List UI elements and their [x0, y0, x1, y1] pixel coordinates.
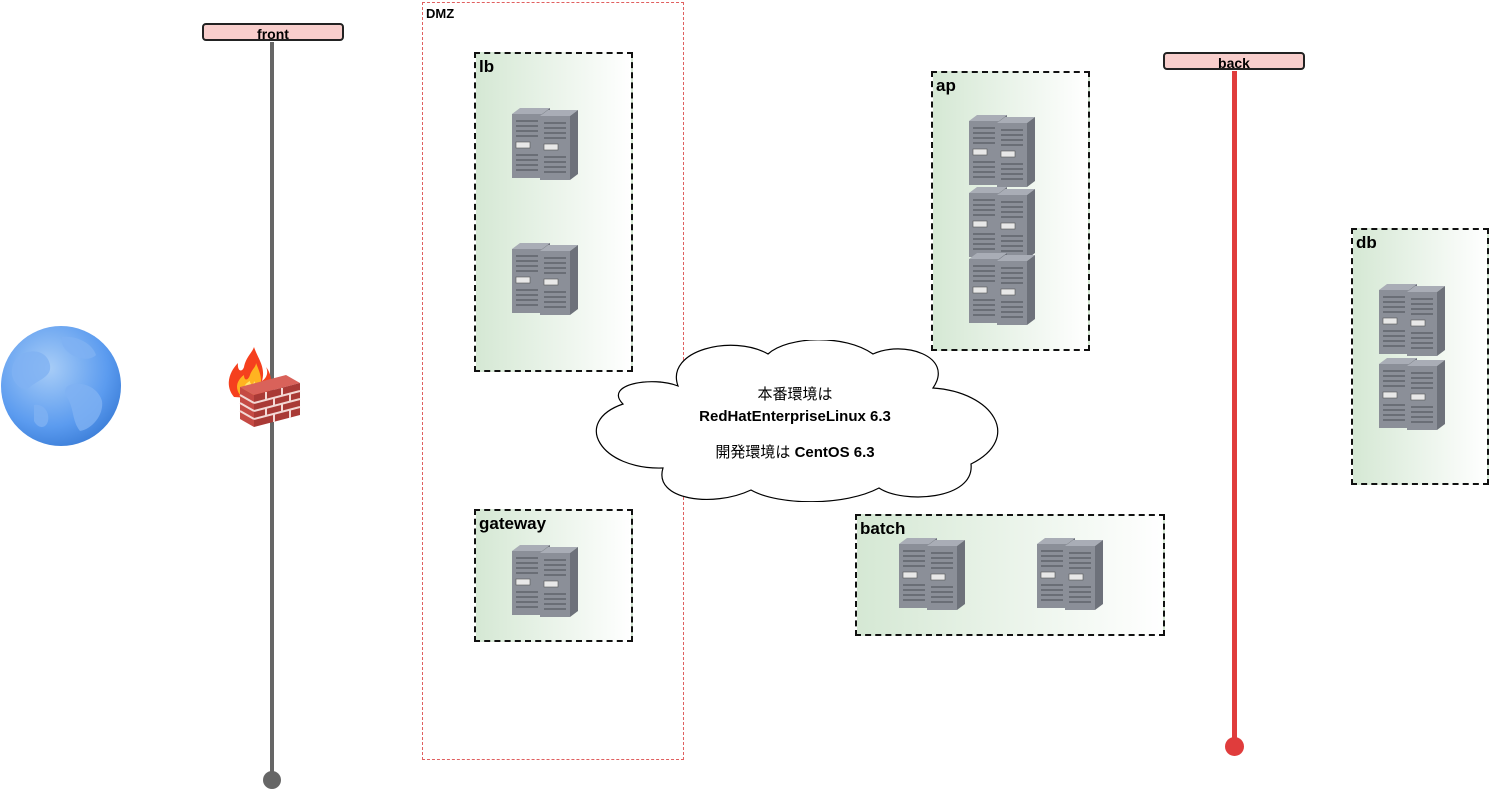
globe-icon[interactable] — [0, 325, 122, 447]
server-rack-icon[interactable] — [899, 534, 983, 618]
cloud-note-text: 本番環境は RedHatEnterpriseLinux 6.3 開発環境は Ce… — [645, 384, 945, 464]
dmz-label: DMZ — [426, 6, 455, 21]
server-rack-icon[interactable] — [512, 104, 596, 188]
server-rack-icon[interactable] — [512, 239, 596, 323]
front-network-label[interactable]: front — [202, 23, 344, 42]
note-line1: 本番環境は — [757, 386, 833, 403]
server-rack-icon[interactable] — [1037, 534, 1121, 618]
front-network-endpoint[interactable] — [263, 771, 281, 789]
server-rack-icon[interactable] — [512, 541, 596, 625]
group-lb[interactable]: lb — [474, 52, 633, 372]
server-rack-icon[interactable] — [1379, 280, 1463, 364]
group-gateway-label: gateway — [479, 514, 547, 533]
group-batch-label: batch — [860, 519, 906, 538]
note-line3-prefix: 開発環境は — [715, 444, 791, 461]
note-line2: RedHatEnterpriseLinux 6.3 — [699, 408, 891, 425]
group-gateway[interactable]: gateway — [474, 509, 633, 642]
back-network-label[interactable]: back — [1163, 52, 1305, 71]
group-ap-label: ap — [936, 76, 956, 95]
group-batch[interactable]: batch — [855, 514, 1165, 636]
back-network-endpoint[interactable] — [1225, 737, 1244, 756]
group-lb-label: lb — [479, 57, 495, 76]
note-line3: 開発環境は CentOS 6.3 — [645, 442, 945, 464]
cloud-note-shape[interactable] — [583, 340, 1011, 502]
group-db-label: db — [1356, 233, 1377, 252]
group-db[interactable]: db — [1351, 228, 1489, 485]
group-ap[interactable]: ap — [931, 71, 1090, 351]
server-rack-icon[interactable] — [969, 249, 1053, 333]
back-network-line[interactable] — [1232, 71, 1237, 747]
note-line3-suffix: CentOS 6.3 — [790, 444, 875, 461]
server-rack-icon[interactable] — [1379, 354, 1463, 438]
firewall-icon[interactable] — [222, 345, 302, 427]
